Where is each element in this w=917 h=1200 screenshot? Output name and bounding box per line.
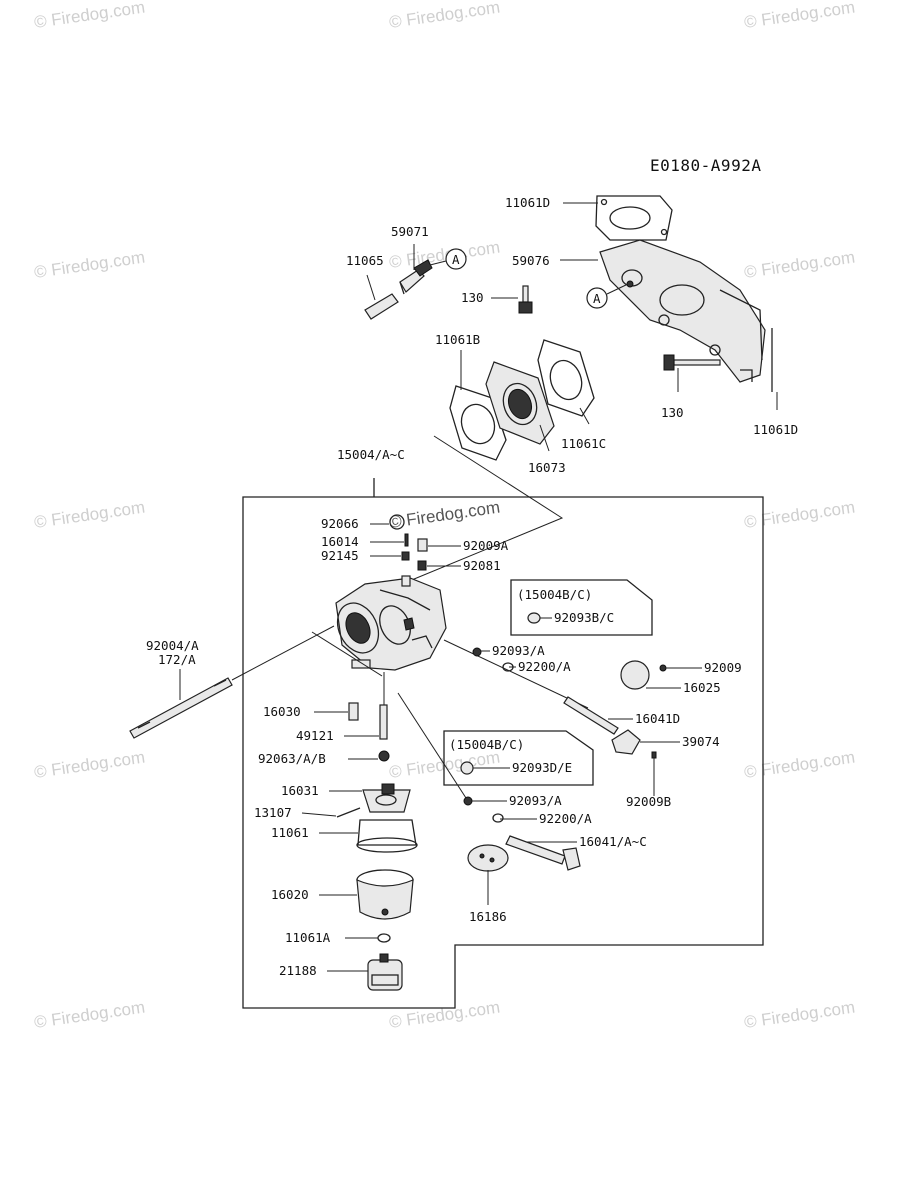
watermark: © Firedog.com [33, 498, 146, 532]
screw-92009a [417, 538, 428, 552]
label-39074: 39074 [682, 734, 720, 749]
fitting-59071 [399, 259, 433, 295]
label-92200a-2: 92200/A [539, 811, 592, 826]
choke-shaft-group [397, 692, 581, 872]
spring-92145 [401, 551, 410, 561]
bolt-130-right [663, 354, 721, 371]
svg-text:(15004B/C): (15004B/C) [449, 737, 524, 752]
stud-92004 [129, 625, 335, 739]
watermark: © Firedog.com [33, 998, 146, 1032]
svg-text:A: A [452, 252, 460, 267]
callout-a-2: A [586, 283, 629, 309]
label-11065: 11065 [346, 253, 384, 268]
label-21188: 21188 [279, 963, 317, 978]
watermark: © Firedog.com [743, 0, 856, 32]
throttle-shaft-group [443, 639, 667, 759]
label-172a: 172/A [158, 652, 196, 667]
label-16014: 16014 [321, 534, 359, 549]
label-92093a-1: 92093/A [492, 643, 545, 658]
watermark: © Firedog.com [743, 748, 856, 782]
watermarks: © Firedog.com © Firedog.com © Firedog.co… [33, 0, 856, 1032]
carburetor-body [335, 575, 447, 671]
jet-16030 [348, 702, 359, 721]
label-16186: 16186 [469, 909, 507, 924]
tube-49121 [379, 672, 388, 740]
callout-a-1: A [429, 248, 467, 270]
svg-text:92093D/E: 92093D/E [512, 760, 572, 775]
watermark: © Firedog.com [388, 0, 501, 32]
label-16020: 16020 [271, 887, 309, 902]
pin-13107 [336, 807, 361, 818]
watermark: © Firedog.com [743, 998, 856, 1032]
label-16031: 16031 [281, 783, 319, 798]
label-92009a: 92009A [463, 538, 509, 553]
label-15004: 15004/A~C [337, 447, 405, 462]
gasket-11061a [377, 933, 391, 943]
label-11061b: 11061B [435, 332, 480, 347]
needle-16014 [404, 533, 409, 547]
label-16025: 16025 [683, 680, 721, 695]
option-box-2: (15004B/C) 92093D/E [443, 730, 594, 786]
label-130-top: 130 [461, 290, 484, 305]
label-13107: 13107 [254, 805, 292, 820]
label-92004: 92004/A [146, 638, 199, 653]
jet-92081 [417, 560, 427, 571]
watermark: © Firedog.com [743, 248, 856, 282]
label-92145: 92145 [321, 548, 359, 563]
alignment-line [401, 435, 564, 585]
watermark: © Firedog.com [33, 0, 146, 32]
label-92200a-1: 92200/A [518, 659, 571, 674]
label-130-right: 130 [661, 405, 684, 420]
svg-text:A: A [593, 291, 601, 306]
label-49121: 49121 [296, 728, 334, 743]
label-16073: 16073 [528, 460, 566, 475]
screw-92066 [389, 514, 405, 530]
bolt-130-top [518, 285, 533, 314]
label-92093a-2: 92093/A [509, 793, 562, 808]
label-11061d-top: 11061D [505, 195, 550, 210]
watermark: © Firedog.com [33, 248, 146, 282]
part-labels: 11061D 59071 11065 59076 130 11061B 130 … [146, 195, 798, 978]
svg-text:(15004B/C): (15004B/C) [517, 587, 592, 602]
intake-manifold-group [364, 195, 773, 585]
leader-lines [179, 202, 778, 972]
label-92081: 92081 [463, 558, 501, 573]
watermark: © Firedog.com [388, 498, 501, 532]
solenoid-21188 [367, 953, 403, 991]
label-16041d: 16041D [635, 711, 680, 726]
carburetor-frame [242, 478, 764, 1009]
gasket-11061d-top [595, 195, 673, 241]
label-59071: 59071 [391, 224, 429, 239]
option-box-1: (15004B/C) 92093B/C [510, 579, 653, 636]
gasket-11061 [356, 819, 418, 853]
watermark: © Firedog.com [743, 498, 856, 532]
label-11061d-right: 11061D [753, 422, 798, 437]
watermark: © Firedog.com [388, 238, 501, 272]
label-11061: 11061 [271, 825, 309, 840]
watermark: © Firedog.com [388, 998, 501, 1032]
diagram-code: E0180-A992A [650, 156, 761, 175]
label-11061a: 11061A [285, 930, 331, 945]
label-92009: 92009 [704, 660, 742, 675]
label-59076: 59076 [512, 253, 550, 268]
label-16041ac: 16041/A~C [579, 834, 647, 849]
float-16031 [362, 783, 411, 813]
svg-text:92093B/C: 92093B/C [554, 610, 614, 625]
gasket-hole [609, 206, 651, 230]
label-92063: 92063/A/B [258, 751, 326, 766]
label-16030: 16030 [263, 704, 301, 719]
axis-line [311, 631, 383, 677]
pin-11065 [364, 293, 399, 320]
gasket-11061c [537, 339, 595, 417]
label-92009b: 92009B [626, 794, 671, 809]
label-11061c: 11061C [561, 436, 606, 451]
bowl-16020 [356, 869, 414, 920]
label-92066: 92066 [321, 516, 359, 531]
washer-92063 [378, 750, 390, 762]
watermark: © Firedog.com [33, 748, 146, 782]
